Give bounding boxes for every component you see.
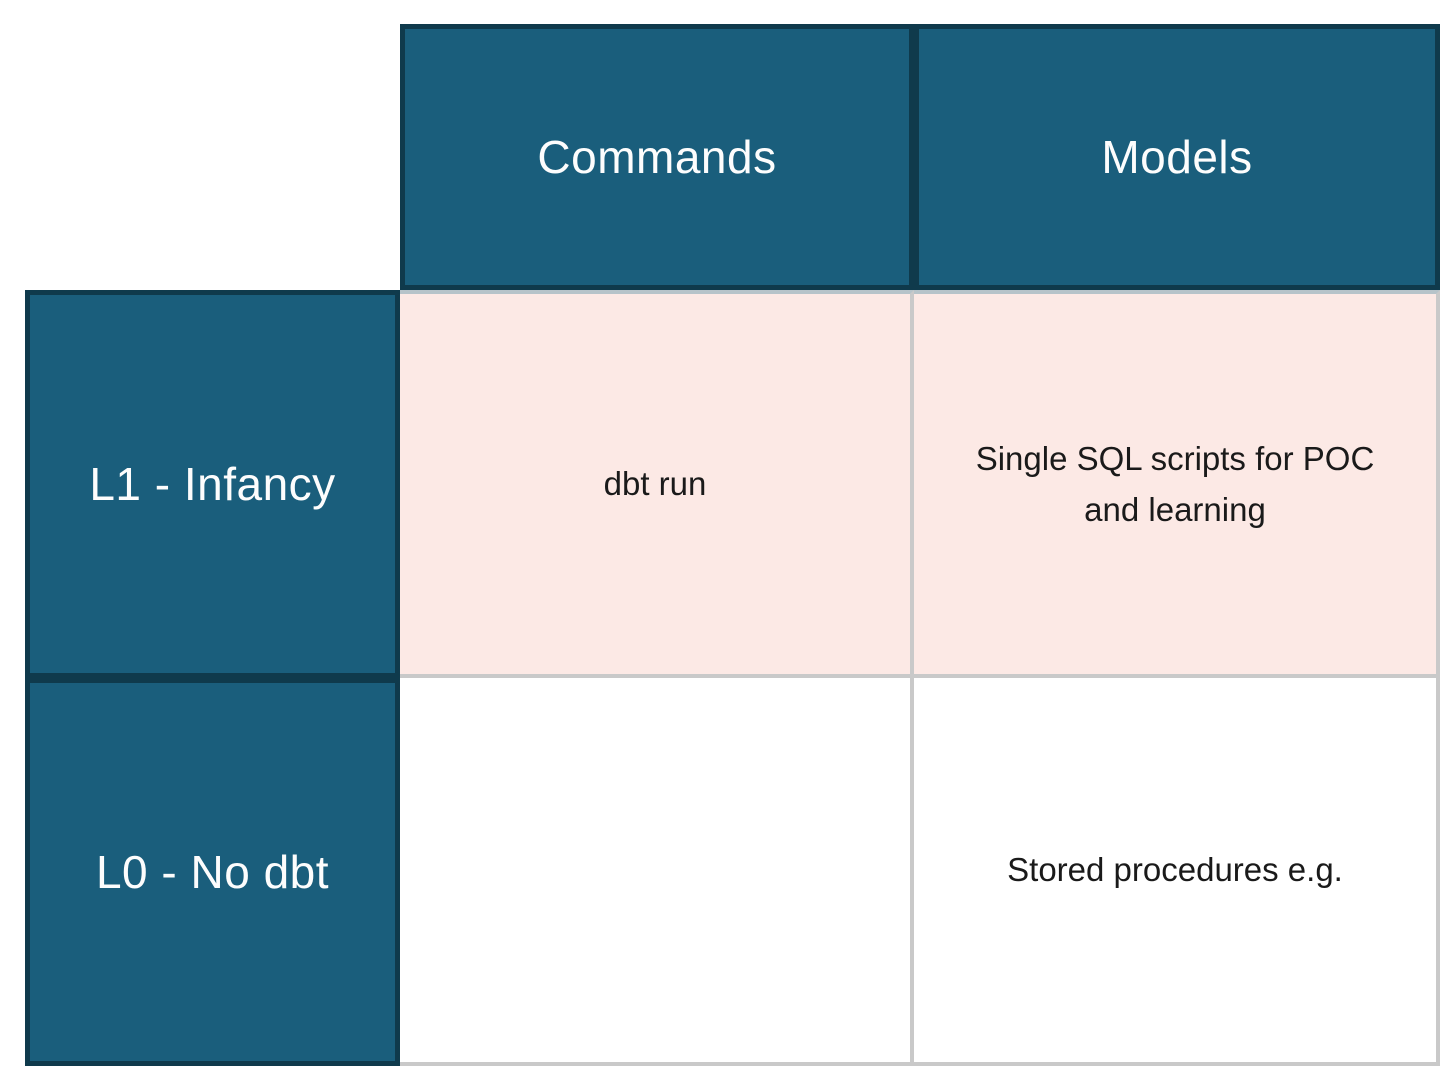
row-header-l0-label: L0 - No dbt xyxy=(95,846,330,898)
column-header-models-label: Models xyxy=(1101,131,1253,183)
cell-l1-models: Single SQL scripts for POC and learning xyxy=(914,290,1440,678)
column-header-commands-label: Commands xyxy=(537,131,777,183)
row-header-l1-infancy: L1 - Infancy xyxy=(25,290,400,678)
row-header-l1-label: L1 - Infancy xyxy=(89,458,336,510)
cell-l1-models-text: Single SQL scripts for POC and learning xyxy=(975,439,1375,528)
cell-l1-commands: dbt run xyxy=(400,290,914,678)
column-header-commands: Commands xyxy=(400,24,914,290)
empty-corner-cell xyxy=(25,24,400,290)
dbt-maturity-table: Commands Models L1 - Infancy dbt run Sin… xyxy=(25,24,1440,1066)
row-header-l0-no-dbt: L0 - No dbt xyxy=(25,678,400,1066)
cell-l1-commands-text: dbt run xyxy=(603,465,707,503)
cell-l0-commands xyxy=(400,678,914,1066)
column-header-models: Models xyxy=(914,24,1440,290)
cell-l0-models: Stored procedures e.g. xyxy=(914,678,1440,1066)
cell-l0-models-text: Stored procedures e.g. xyxy=(1007,851,1343,889)
